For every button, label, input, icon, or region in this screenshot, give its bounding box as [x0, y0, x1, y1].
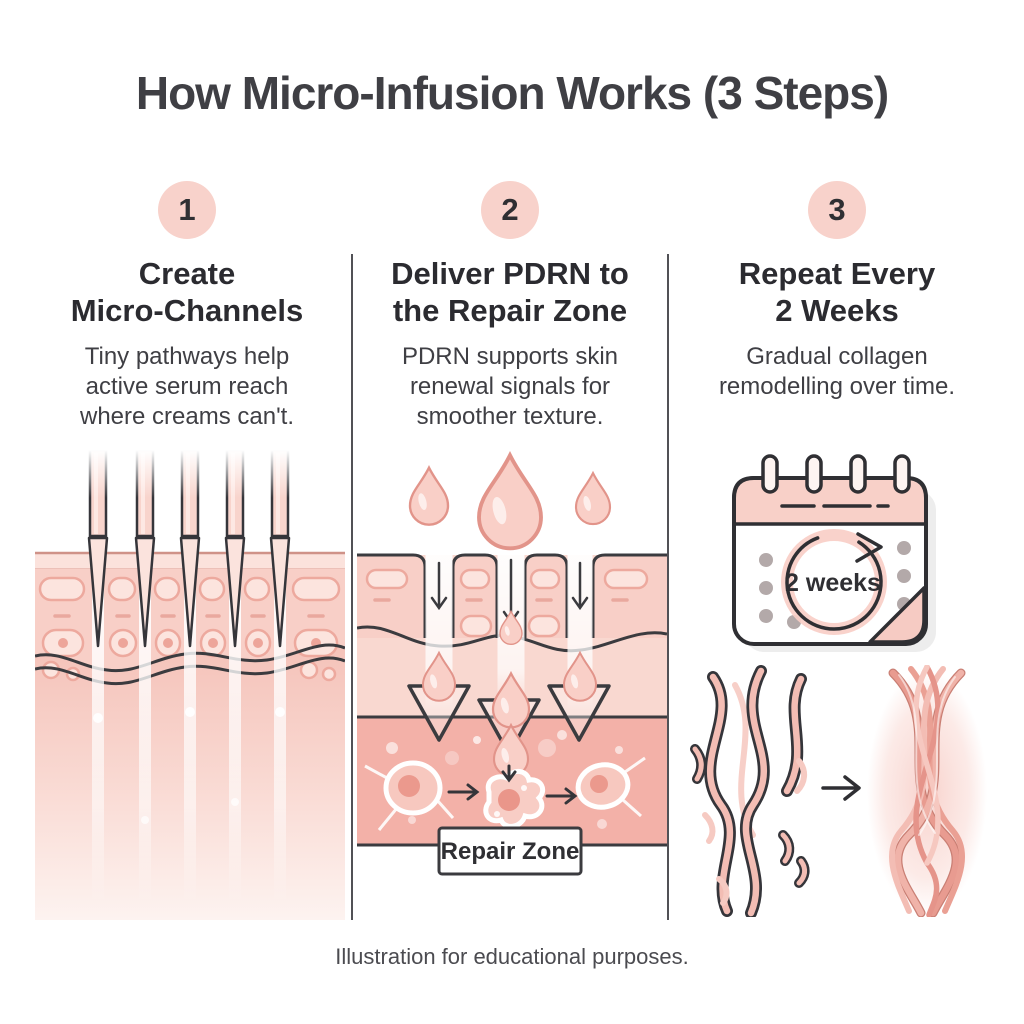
step-2-heading-line1: Deliver PDRN to	[391, 256, 629, 291]
calendar-dots	[759, 541, 911, 629]
step-3-number: 3	[828, 192, 846, 227]
step-1-heading-line1: Create	[138, 256, 236, 291]
light-beams	[92, 575, 286, 905]
caption: Illustration for educational purposes.	[335, 944, 689, 969]
step-2-heading-line2: the Repair Zone	[392, 293, 628, 328]
step-1-badge: 1	[158, 181, 216, 239]
cycle-arrow	[781, 529, 887, 635]
step-1-heading: Create Micro-Channels	[20, 255, 354, 329]
two-weeks-label: 2 weeks	[785, 569, 881, 597]
collagen-illustration	[690, 665, 987, 917]
serum-droplets	[408, 453, 612, 551]
micro-channels-illustration	[35, 450, 345, 920]
serum-delivery-illustration: Repair Zone	[357, 453, 667, 876]
repair-zone-label: Repair Zone	[441, 838, 580, 865]
step-3: 3 Repeat Every 2 Weeks Gradual collagen …	[670, 0, 1004, 1024]
calendar-rings	[761, 454, 911, 494]
step-2-heading: Deliver PDRN to the Repair Zone	[354, 255, 666, 329]
step-2-description: PDRN supports skin renewal signals for s…	[401, 343, 619, 430]
step-3-heading: Repeat Every 2 Weeks	[670, 255, 1004, 329]
step-3-description: Gradual collagen remodelling over time.	[718, 343, 956, 400]
step-3-heading-line2: 2 Weeks	[775, 293, 899, 328]
transition-arrow	[821, 775, 861, 801]
step-1-description: Tiny pathways help active serum reach wh…	[80, 343, 294, 430]
calendar-illustration: 2 weeks	[732, 454, 936, 652]
step-3-badge: 3	[808, 181, 866, 239]
broken-fibers-group	[690, 665, 810, 917]
cell-transition-arrows	[447, 764, 578, 805]
step-3-heading-line1: Repeat Every	[738, 256, 936, 291]
column-divider-2	[667, 254, 669, 920]
step-2-number: 2	[501, 192, 519, 227]
page-fold	[868, 586, 926, 644]
step-1-heading-line2: Micro-Channels	[70, 293, 304, 328]
step-2-badge: 2	[481, 181, 539, 239]
woven-fibers-group	[867, 665, 987, 917]
step-2: 2 Deliver PDRN to the Repair Zone PDRN s…	[354, 0, 667, 1024]
step-1: 1 Create Micro-Channels Tiny pathways he…	[20, 0, 354, 1024]
page-title: How Micro-Infusion Works (3 Steps)	[135, 67, 889, 119]
repair-cells	[364, 756, 646, 843]
channel-arrows	[430, 558, 589, 625]
repair-zone-label-box: Repair Zone	[437, 826, 583, 876]
column-divider-1	[351, 254, 353, 920]
step-1-number: 1	[178, 192, 196, 227]
